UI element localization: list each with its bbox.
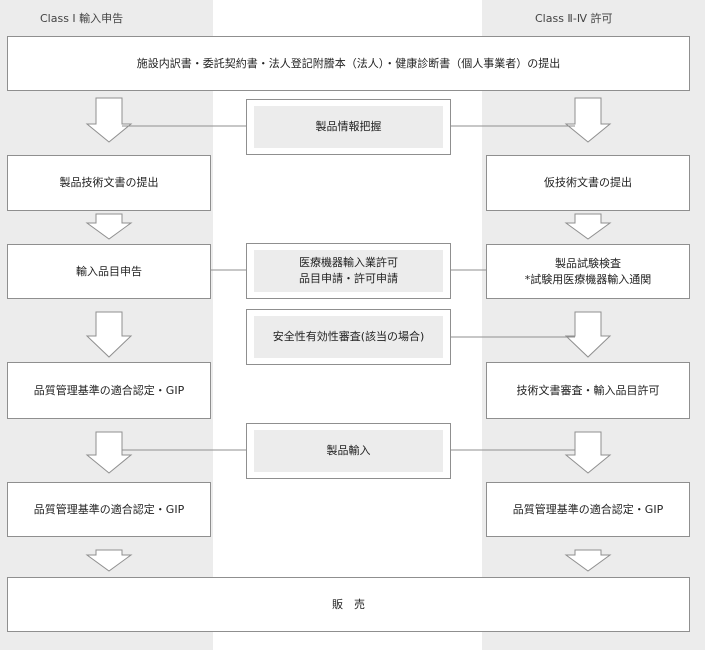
left-step-label: 輸入品目申告 — [76, 264, 142, 278]
down-arrow-icon — [85, 97, 133, 143]
left-step-gip-2: 品質管理基準の適合認定・GIP — [7, 482, 211, 537]
right-step-note: *試験用医療機器輸入通関 — [524, 272, 652, 286]
bottom-sales-box: 販 売 — [7, 577, 690, 632]
middle-step-label: 製品輸入 — [326, 444, 371, 458]
right-step-label: 技術文書審査・輸入品目許可 — [516, 383, 660, 397]
bottom-sales-text: 販 売 — [332, 597, 365, 611]
down-arrow-icon — [85, 213, 133, 240]
down-arrow-icon — [564, 549, 612, 572]
down-arrow-icon — [564, 97, 612, 143]
right-step-label: 仮技術文書の提出 — [544, 176, 632, 190]
left-column-title: Class Ⅰ 輸入申告 — [40, 12, 124, 25]
down-arrow-icon — [85, 311, 133, 358]
right-step-label: 品質管理基準の適合認定・GIP — [512, 502, 664, 516]
middle-step-license-application: 医療機器輸入業許可 品目申請・許可申請 — [246, 243, 451, 299]
left-step-gip-1: 品質管理基準の適合認定・GIP — [7, 362, 211, 419]
left-step-label: 品質管理基準の適合認定・GIP — [33, 383, 185, 397]
down-arrow-icon — [85, 431, 133, 474]
right-step-label: 製品試験検査 — [555, 256, 621, 270]
left-step-import-declaration: 輸入品目申告 — [7, 244, 211, 299]
middle-step-product-import: 製品輸入 — [246, 423, 451, 479]
middle-step-label: 医療機器輸入業許可 — [299, 256, 398, 270]
middle-step-safety-review: 安全性有効性審査(該当の場合) — [246, 309, 451, 365]
middle-step-label: 安全性有効性審査(該当の場合) — [272, 330, 425, 344]
left-step-label: 製品技術文書の提出 — [59, 176, 159, 190]
left-step-tech-docs: 製品技術文書の提出 — [7, 155, 211, 211]
down-arrow-icon — [564, 213, 612, 240]
down-arrow-icon — [564, 311, 612, 358]
middle-step-product-info: 製品情報把握 — [246, 99, 451, 155]
right-step-gip: 品質管理基準の適合認定・GIP — [486, 482, 690, 537]
right-column-title: Class Ⅱ-Ⅳ 許可 — [535, 12, 613, 25]
down-arrow-icon — [85, 549, 133, 572]
right-step-provisional-docs: 仮技術文書の提出 — [486, 155, 690, 211]
left-step-label: 品質管理基準の適合認定・GIP — [33, 502, 185, 516]
middle-step-label: 製品情報把握 — [315, 120, 382, 134]
right-step-product-testing: 製品試験検査 *試験用医療機器輸入通関 — [486, 244, 690, 299]
top-submission-box: 施設内訳書・委託契約書・法人登記附謄本（法人）・健康診断書（個人事業者）の提出 — [7, 36, 690, 91]
right-step-tech-review: 技術文書審査・輸入品目許可 — [486, 362, 690, 419]
middle-step-label: 品目申請・許可申請 — [299, 272, 398, 285]
top-submission-text: 施設内訳書・委託契約書・法人登記附謄本（法人）・健康診断書（個人事業者）の提出 — [136, 56, 561, 70]
down-arrow-icon — [564, 431, 612, 474]
